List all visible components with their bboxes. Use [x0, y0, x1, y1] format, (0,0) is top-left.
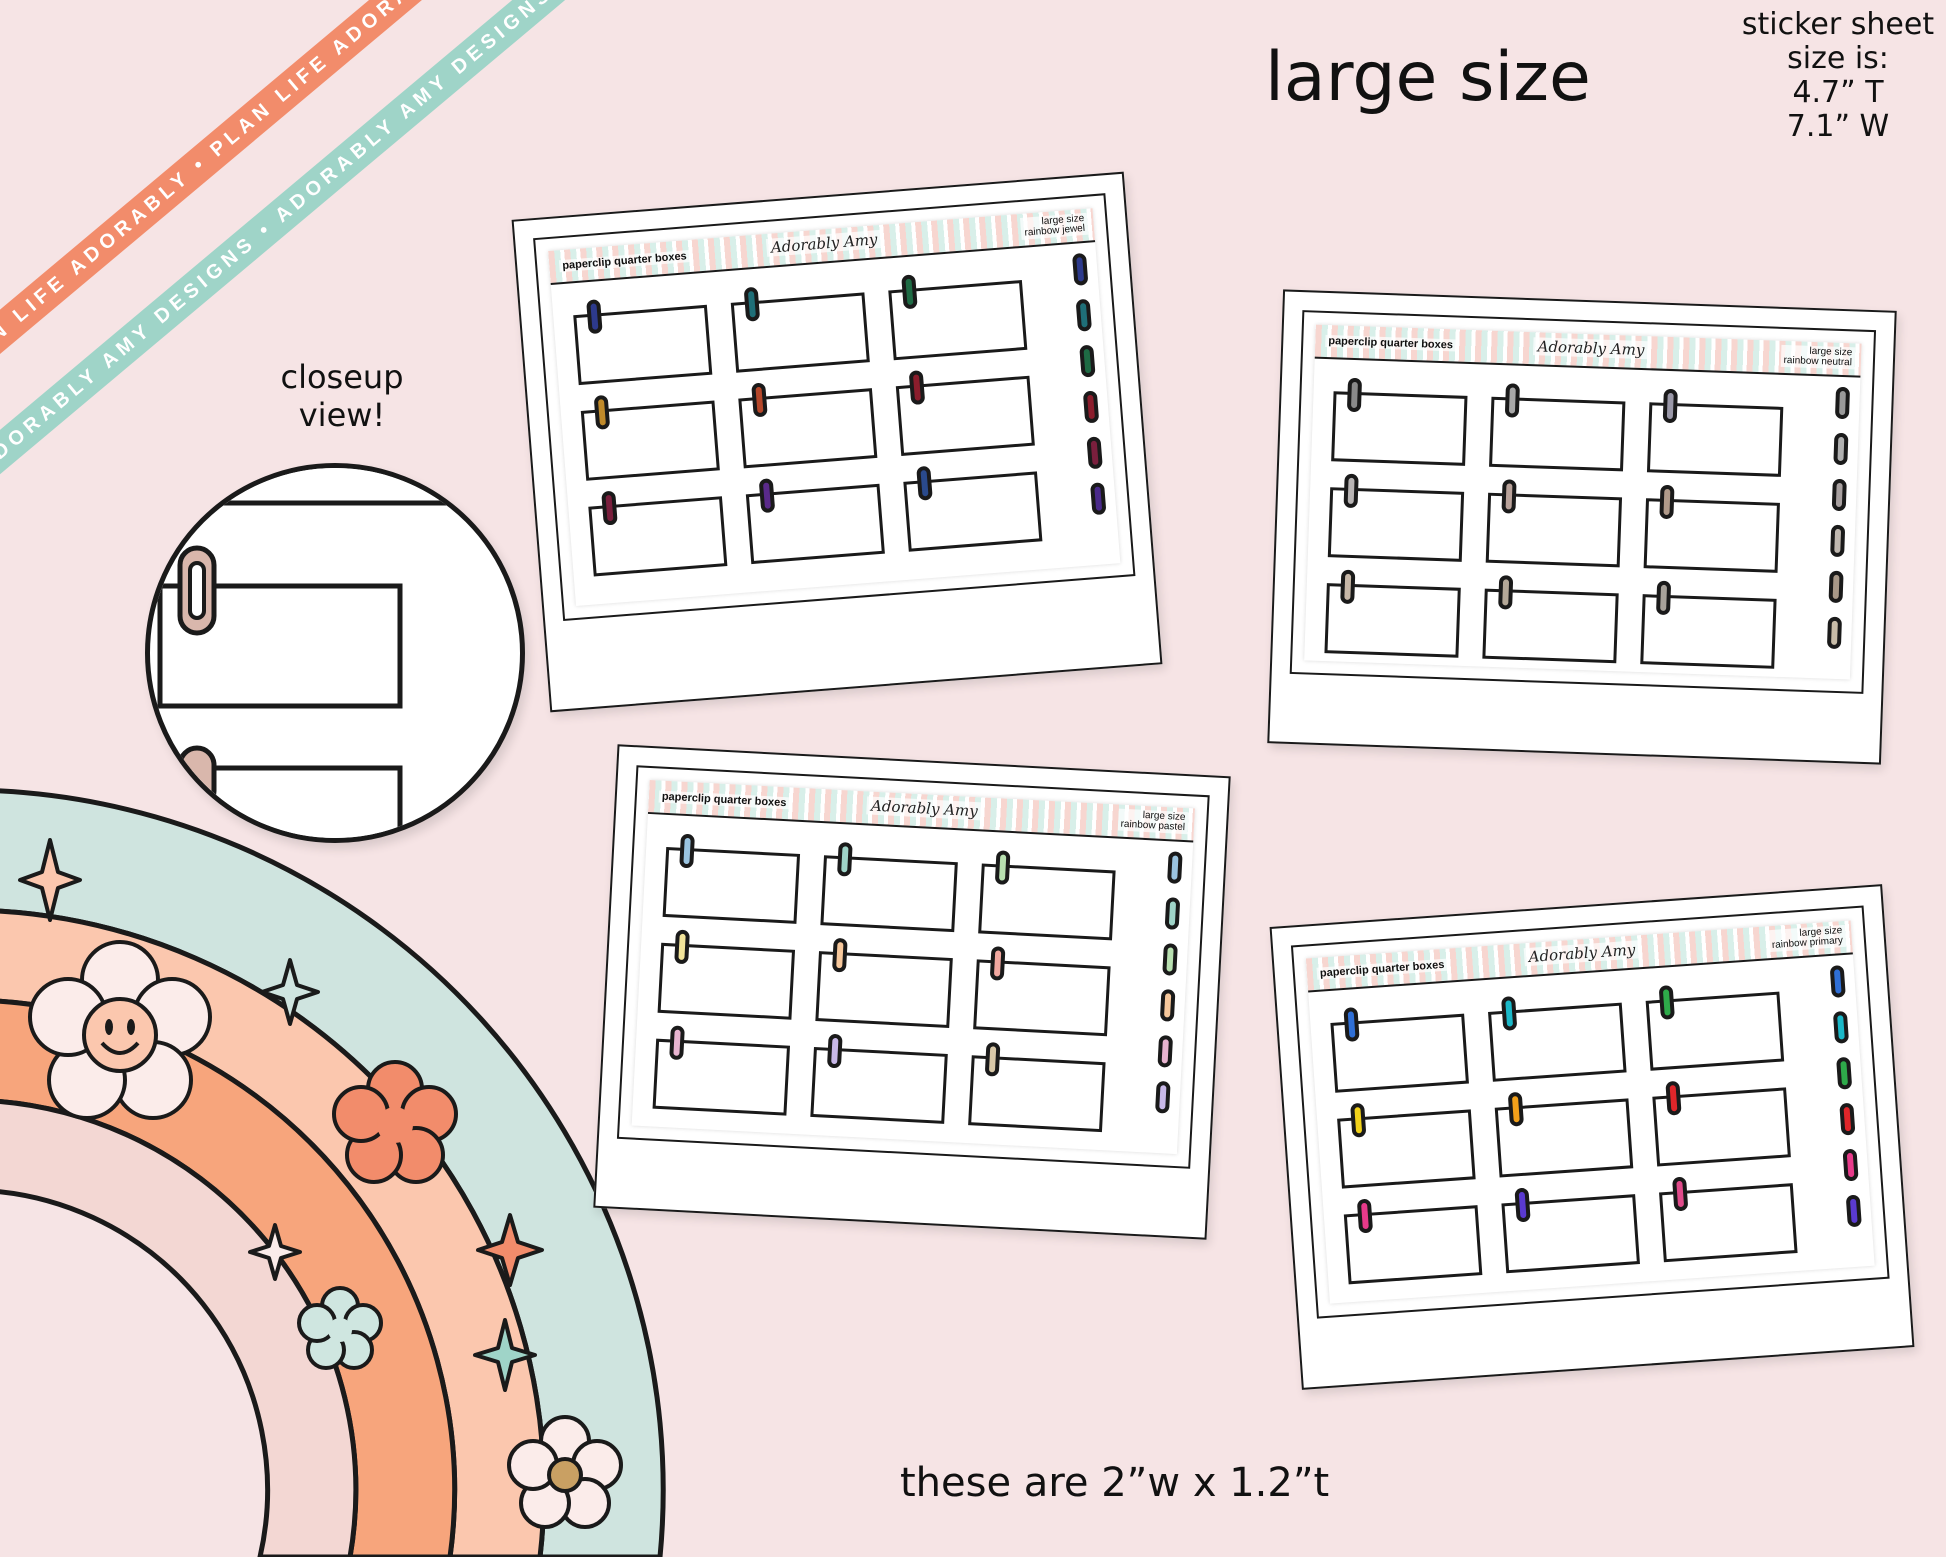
rainbow-decoration: [0, 788, 666, 1557]
paperclip-icon: [593, 394, 611, 430]
paperclip-icon: [1659, 484, 1675, 520]
paperclip-icon: [177, 545, 217, 636]
paperclip-icon: [1655, 580, 1672, 616]
paperclip-icon: [1842, 1148, 1859, 1182]
sheet-content: paperclip quarter boxes Adorably Amy lar…: [1304, 324, 1862, 680]
paperclip-icon: [1164, 897, 1181, 930]
paperclip-icon: [1828, 570, 1844, 604]
paperclip-icon: [1157, 1034, 1174, 1068]
sparkle-icon: [476, 1213, 544, 1287]
paperclip-icon: [994, 850, 1011, 885]
paperclip-icon: [679, 833, 695, 869]
paperclip-icon: [1834, 386, 1851, 420]
flower-icon: [507, 1415, 623, 1529]
paperclip-icon: [1340, 569, 1356, 605]
closeup-label: closeup view!: [262, 358, 422, 434]
paperclip-icon: [1836, 1056, 1853, 1090]
paperclip-icon: [989, 946, 1006, 981]
paperclip-icon: [831, 937, 848, 973]
paperclip-icon: [1831, 478, 1847, 512]
paperclip-icon: [1079, 344, 1096, 378]
paperclip-icon: [586, 299, 603, 335]
paperclip-icon: [916, 465, 933, 501]
paperclip-icon: [1159, 989, 1176, 1022]
polaroid-rainbow-pastel: paperclip quarter boxes Adorably Amy lar…: [593, 744, 1231, 1240]
sticker-sheet: paperclip quarter boxes Adorably Amy lar…: [1290, 905, 1890, 1319]
sticker-sheet-size-info: sticker sheet size is: 4.7” T 7.1” W: [1728, 8, 1946, 144]
sticker-sheet: paperclip quarter boxes Adorably Amy lar…: [1289, 310, 1877, 694]
paperclip-icon: [1830, 524, 1846, 558]
size-info-line-2: size is:: [1787, 41, 1889, 76]
paperclip-icon: [1071, 252, 1089, 286]
paperclip-icon: [1658, 985, 1675, 1020]
paperclip-icon: [1504, 383, 1520, 418]
paperclip-icon: [984, 1041, 1001, 1077]
flower-icon: [332, 1060, 458, 1184]
flower-icon: [297, 1286, 383, 1370]
sparkle-icon: [260, 958, 320, 1026]
paperclip-icon: [826, 1033, 843, 1069]
paperclip-icon: [1833, 432, 1849, 466]
paperclip-icon: [1167, 851, 1183, 884]
paperclip-icon: [1662, 388, 1678, 424]
paperclip-icon: [1665, 1080, 1682, 1116]
paperclip-icon: [1672, 1176, 1689, 1212]
smiley-flower-icon: [28, 940, 212, 1120]
sticker-sheet: paperclip quarter boxes Adorably Amy lar…: [533, 193, 1136, 622]
paperclip-icon: [1832, 1010, 1850, 1044]
sparkle-icon: [18, 838, 82, 922]
paperclip-icon: [836, 841, 853, 877]
polaroid-rainbow-jewel: paperclip quarter boxes Adorably Amy lar…: [511, 171, 1163, 713]
paperclip-icon: [1356, 1198, 1374, 1234]
size-info-line-3: 4.7” T: [1792, 75, 1884, 110]
smiley-icon: [100, 1019, 140, 1055]
sparkle-icon: [248, 1223, 302, 1281]
paperclip-icon: [1501, 479, 1517, 514]
paperclip-icon: [758, 478, 776, 514]
paperclip-icon: [1086, 436, 1103, 470]
paperclip-icon: [751, 382, 768, 418]
paperclip-icon: [1845, 1194, 1862, 1228]
paperclip-icon: [1090, 482, 1107, 516]
paperclip-icon: [1829, 965, 1846, 998]
paperclip-icon: [1514, 1187, 1531, 1223]
sheet-content: paperclip quarter boxes Adorably Amy lar…: [631, 779, 1195, 1155]
polaroid-rainbow-neutral: paperclip quarter boxes Adorably Amy lar…: [1267, 289, 1897, 765]
sparkle-icon: [473, 1318, 537, 1392]
paperclip-icon: [674, 929, 690, 965]
sheet-content: paperclip quarter boxes Adorably Amy lar…: [1305, 920, 1875, 1304]
sheet-content: paperclip quarter boxes Adorably Amy lar…: [548, 208, 1121, 606]
paperclip-icon: [743, 286, 761, 322]
paperclip-icon: [1826, 616, 1843, 650]
paperclip-icon: [1346, 377, 1363, 413]
paperclip-icon: [1162, 943, 1178, 976]
sheet-size-tag: large size rainbow neutral: [1780, 344, 1856, 370]
paperclip-icon: [601, 490, 618, 526]
paperclip-icon: [908, 370, 926, 406]
paperclip-icon: [901, 274, 918, 310]
paperclip-icon: [669, 1025, 685, 1061]
sheet-variant-label: rainbow neutral: [1783, 354, 1853, 369]
paperclip-icon: [1839, 1102, 1856, 1136]
sheet-variant-label: rainbow pastel: [1120, 818, 1186, 834]
paperclip-icon: [1155, 1080, 1171, 1114]
size-info-line-4: 7.1” W: [1786, 109, 1890, 144]
sticker-sheet: paperclip quarter boxes Adorably Amy lar…: [616, 765, 1210, 1169]
closeup-label-line-2: view!: [298, 396, 386, 434]
paperclip-icon: [1343, 1007, 1360, 1042]
paperclip-icon: [1498, 575, 1514, 610]
page-heading: large size: [1265, 38, 1591, 117]
paperclip-icon: [1350, 1102, 1367, 1138]
paperclip-icon: [1082, 390, 1100, 424]
dimensions-caption: these are 2”w x 1.2”t: [900, 1460, 1330, 1506]
polaroid-rainbow-primary: paperclip quarter boxes Adorably Amy lar…: [1269, 884, 1915, 1390]
closeup-label-line-1: closeup: [280, 358, 404, 396]
paperclip-icon: [1343, 473, 1359, 509]
paperclip-icon: [1075, 298, 1093, 332]
paperclip-icon: [1501, 996, 1518, 1031]
paperclip-icon: [1507, 1091, 1525, 1127]
sheet-size-tag: large size rainbow pastel: [1117, 808, 1189, 835]
size-info-line-1: sticker sheet: [1741, 7, 1935, 42]
